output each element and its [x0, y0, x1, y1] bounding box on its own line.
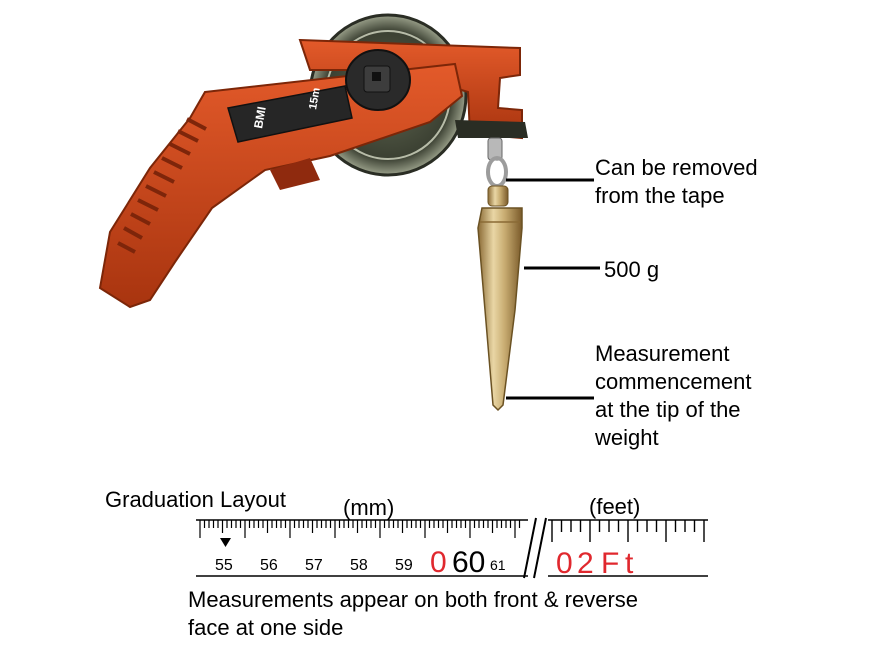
measuring-tape-device: BMI 15m [98, 13, 528, 309]
graduation-caption: Measurements appear on both front & reve… [188, 586, 638, 642]
zero-arrow-icon [220, 538, 231, 547]
mm-number: 55 [215, 557, 233, 574]
callout-commencement-line4: weight [595, 425, 659, 450]
tape-break-mark [523, 517, 537, 579]
feet-mark: 0 [556, 547, 573, 580]
callout-commencement-line1: Measurement [595, 341, 730, 366]
graduation-caption-line2: face at one side [188, 615, 344, 640]
zero-mark-red: 0 [430, 546, 447, 579]
callout-removable-line1: Can be removed [595, 155, 758, 180]
callout-commencement: Measurement commencement at the tip of t… [595, 340, 752, 452]
graduation-strip: 55 56 57 58 59 0 60 61 0 2 F t [196, 517, 708, 580]
graduation-caption-line1: Measurements appear on both front & reve… [188, 587, 639, 612]
brass-weight [477, 207, 523, 412]
sixty-mark: 60 [452, 546, 485, 579]
callout-leaders [506, 178, 600, 400]
mm-number: 58 [350, 557, 368, 574]
mm-number: 56 [260, 557, 278, 574]
feet-tick-marks [551, 520, 705, 542]
brand-logo: BMI [251, 105, 269, 129]
tape-break-mark [533, 517, 547, 579]
swivel-clip [486, 156, 508, 188]
feet-mark: t [625, 547, 634, 580]
mm-tick-marks [199, 520, 521, 538]
callout-removable: Can be removed from the tape [595, 154, 758, 210]
feet-unit-label: (feet) [589, 494, 641, 519]
callout-weight: 500 g [604, 257, 660, 282]
mm-unit-label: (mm) [343, 495, 395, 520]
logo-plate [227, 85, 353, 143]
handle-body [98, 62, 464, 309]
grip-ridges [117, 117, 207, 254]
feet-mark: 2 [577, 547, 594, 580]
sixty-one-mark: 61 [490, 557, 506, 573]
plumb-bob [477, 137, 523, 412]
length-marking: 15m [307, 87, 323, 111]
callout-removable-line2: from the tape [595, 183, 725, 208]
feet-mark: F [601, 547, 619, 580]
callout-commencement-line3: at the tip of the [595, 397, 741, 422]
mm-number: 59 [395, 557, 413, 574]
callout-commencement-line2: commencement [595, 369, 752, 394]
graduation-title: Graduation Layout [105, 487, 287, 512]
mm-number: 57 [305, 557, 323, 574]
